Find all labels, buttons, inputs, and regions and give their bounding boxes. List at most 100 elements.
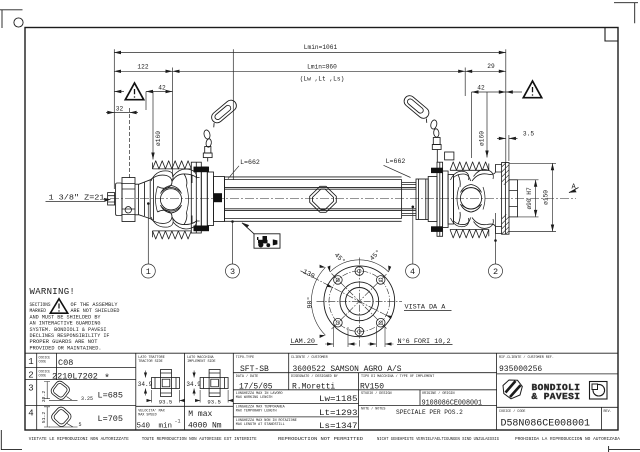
- svg-text:3: 3: [28, 384, 33, 394]
- svg-text:LAM.20: LAM.20: [291, 338, 315, 346]
- svg-text:Lmin=1061: Lmin=1061: [304, 44, 338, 51]
- svg-text:29: 29: [487, 63, 495, 70]
- svg-text:90°: 90°: [306, 296, 315, 308]
- svg-text:VIETATE LE RIPRODUZIONI NON AU: VIETATE LE RIPRODUZIONI NON AUTORIZZATE: [29, 437, 129, 442]
- svg-text:SYSTEM. BONDIOLI & PAVESI: SYSTEM. BONDIOLI & PAVESI: [30, 326, 107, 333]
- svg-text:ORIGINE / ORIGIN: ORIGINE / ORIGIN: [422, 391, 455, 396]
- svg-text:93.5: 93.5: [207, 399, 220, 406]
- svg-text:CLIENTE / CUSTOMER: CLIENTE / CUSTOMER: [291, 355, 328, 360]
- svg-text:NOTE / NOTES: NOTE / NOTES: [361, 407, 385, 412]
- svg-text:(Lw ,Lt ,Ls): (Lw ,Lt ,Ls): [300, 75, 345, 82]
- svg-text:CODICE: CODICE: [39, 356, 51, 360]
- svg-text:CODICE: CODICE: [39, 370, 51, 374]
- svg-text:AND MUST BE SHIELDED BY: AND MUST BE SHIELDED BY: [30, 313, 102, 320]
- svg-text:42: 42: [158, 84, 166, 91]
- svg-text:LUNGHEZZA MAX NON IN ROTAZIONE: LUNGHEZZA MAX NON IN ROTAZIONE: [236, 419, 297, 423]
- svg-text:ø150: ø150: [543, 190, 550, 205]
- svg-text:122: 122: [137, 63, 148, 70]
- svg-text:STUDIO / DESIGN: STUDIO / DESIGN: [361, 391, 392, 396]
- svg-text:2: 2: [493, 267, 498, 277]
- svg-text:PROHIBIDA LA RIPRODUCCION NO A: PROHIBIDA LA RIPRODUCCION NO AUTORIZADA: [515, 437, 620, 442]
- svg-text:D58N086CE008001: D58N086CE008001: [501, 418, 591, 430]
- svg-text:3: 3: [230, 267, 235, 277]
- svg-text:34.9: 34.9: [138, 381, 153, 388]
- svg-text:REV.: REV.: [604, 410, 612, 414]
- svg-text:Ls=1347: Ls=1347: [319, 422, 358, 431]
- svg-text:VISTA DA A: VISTA DA A: [405, 304, 447, 312]
- svg-text:TOUTE REPRODUCTION NON AUTORIS: TOUTE REPRODUCTION NON AUTORISEE EST INT…: [142, 437, 257, 442]
- svg-text:CODE: CODE: [39, 360, 47, 364]
- svg-text:DECLINES RESPONSIBILITY IF: DECLINES RESPONSIBILITY IF: [30, 332, 110, 339]
- svg-text:ø90 H7: ø90 H7: [526, 187, 533, 210]
- svg-text:MAX LENGTH AT STANDSTILL: MAX LENGTH AT STANDSTILL: [236, 423, 285, 427]
- svg-text:3.25: 3.25: [81, 396, 93, 402]
- svg-text:5: 5: [79, 422, 82, 428]
- svg-text:L=662: L=662: [240, 159, 260, 166]
- svg-text:4000 Nm: 4000 Nm: [188, 422, 222, 431]
- svg-text:AN INTERACTIVE GUARDING: AN INTERACTIVE GUARDING: [30, 320, 102, 327]
- svg-text:MAX SPEED: MAX SPEED: [138, 413, 156, 417]
- svg-text:1: 1: [146, 267, 151, 277]
- svg-text:ARE NOT SHIELDED: ARE NOT SHIELDED: [71, 307, 121, 314]
- svg-text:4: 4: [28, 409, 33, 419]
- svg-text:CODICE / CODE: CODICE / CODE: [499, 409, 525, 414]
- svg-text:MARKED: MARKED: [30, 307, 47, 314]
- svg-text:PROVIDED OR MAINTAINED.: PROVIDED OR MAINTAINED.: [30, 344, 102, 351]
- svg-text:L=662: L=662: [386, 158, 406, 165]
- svg-text:LATO TRATTORE: LATO TRATTORE: [138, 356, 164, 360]
- svg-text:PROPER GUARDS ARE NOT: PROPER GUARDS ARE NOT: [30, 338, 99, 345]
- svg-text:SFT-SB: SFT-SB: [240, 365, 269, 374]
- svg-text:32: 32: [116, 105, 124, 112]
- svg-text:M max: M max: [188, 410, 212, 419]
- svg-text:MAX TEMPORARY LENGTH: MAX TEMPORARY LENGTH: [236, 410, 277, 414]
- svg-text:SPECIALE PER POS.2: SPECIALE PER POS.2: [396, 409, 463, 416]
- svg-text:CODE: CODE: [39, 374, 47, 378]
- svg-text:A: A: [572, 184, 577, 192]
- svg-text:C08: C08: [58, 358, 73, 368]
- svg-text:L=685: L=685: [98, 391, 124, 401]
- svg-text:38.2: 38.2: [41, 391, 47, 403]
- svg-text:TRACTOR SIDE: TRACTOR SIDE: [138, 360, 162, 364]
- svg-text:LUNGHEZZA MAX TEMPORANEA: LUNGHEZZA MAX TEMPORANEA: [236, 406, 286, 410]
- svg-text:TIPO-TYPE: TIPO-TYPE: [236, 356, 254, 360]
- svg-text:DISEGNATO / DESIGNED BY: DISEGNATO / DESIGNED BY: [291, 374, 338, 379]
- svg-text:17/5/05: 17/5/05: [239, 383, 273, 392]
- svg-text:R.Moretti: R.Moretti: [292, 383, 335, 392]
- svg-text:51.2: 51.2: [41, 412, 47, 424]
- svg-text:ø160: ø160: [155, 131, 162, 146]
- svg-text:1 3/8" Z=21: 1 3/8" Z=21: [49, 194, 105, 202]
- svg-text:1: 1: [28, 357, 33, 367]
- svg-text:9108086CE008001: 9108086CE008001: [422, 399, 483, 407]
- svg-text:& PAVESI: & PAVESI: [532, 391, 581, 402]
- svg-text:REPRODUCTION NOT PERMITTED: REPRODUCTION NOT PERMITTED: [278, 437, 364, 442]
- svg-text:RV150: RV150: [360, 383, 384, 392]
- svg-text:4: 4: [410, 267, 415, 277]
- svg-text:RIF.CLIENTE / CUSTOMER REF.: RIF.CLIENTE / CUSTOMER REF.: [499, 355, 554, 360]
- svg-text:*: *: [104, 373, 110, 385]
- svg-text:3600522 SAMSON AGRO A/S: 3600522 SAMSON AGRO A/S: [293, 365, 402, 374]
- svg-text:Lt=1293: Lt=1293: [319, 409, 358, 418]
- svg-text:34.9: 34.9: [186, 381, 201, 388]
- svg-text:LUNGHEZZA MAX IN LAVORO: LUNGHEZZA MAX IN LAVORO: [236, 392, 283, 396]
- svg-text:OF THE ASSEMBLY: OF THE ASSEMBLY: [71, 301, 119, 308]
- svg-text:MAX WORKING LENGTH: MAX WORKING LENGTH: [236, 396, 273, 400]
- svg-text:2: 2: [28, 371, 33, 381]
- svg-text:2210L7202: 2210L7202: [52, 372, 98, 382]
- svg-text:TIPO DI MACCHINA / TYPE OF IMP: TIPO DI MACCHINA / TYPE OF IMPLEMENT: [361, 374, 434, 379]
- svg-text:Lmin=860: Lmin=860: [307, 63, 337, 70]
- svg-text:LATO MACCHINA: LATO MACCHINA: [187, 356, 214, 360]
- svg-text:93.5: 93.5: [159, 399, 172, 406]
- svg-text:Lw=1185: Lw=1185: [319, 395, 358, 404]
- svg-text:BONDIOLI: BONDIOLI: [532, 382, 581, 393]
- svg-text:-1: -1: [175, 418, 181, 424]
- svg-text:SECTIONS: SECTIONS: [30, 301, 51, 308]
- svg-text:3.5: 3.5: [523, 131, 534, 138]
- svg-text:N°6 FORI 10,2: N°6 FORI 10,2: [398, 337, 451, 346]
- svg-text:935000256: 935000256: [499, 365, 542, 374]
- svg-text:NICHT GENEHMIGTE VERVIELFAELTI: NICHT GENEHMIGTE VERVIELFAELTIGUNGEN SIN…: [377, 437, 499, 442]
- svg-text:L=705: L=705: [98, 414, 124, 424]
- svg-text:540: 540: [137, 422, 151, 430]
- svg-text:42: 42: [477, 84, 485, 91]
- svg-text:min: min: [159, 422, 173, 430]
- svg-text:WARNING!: WARNING!: [30, 287, 76, 297]
